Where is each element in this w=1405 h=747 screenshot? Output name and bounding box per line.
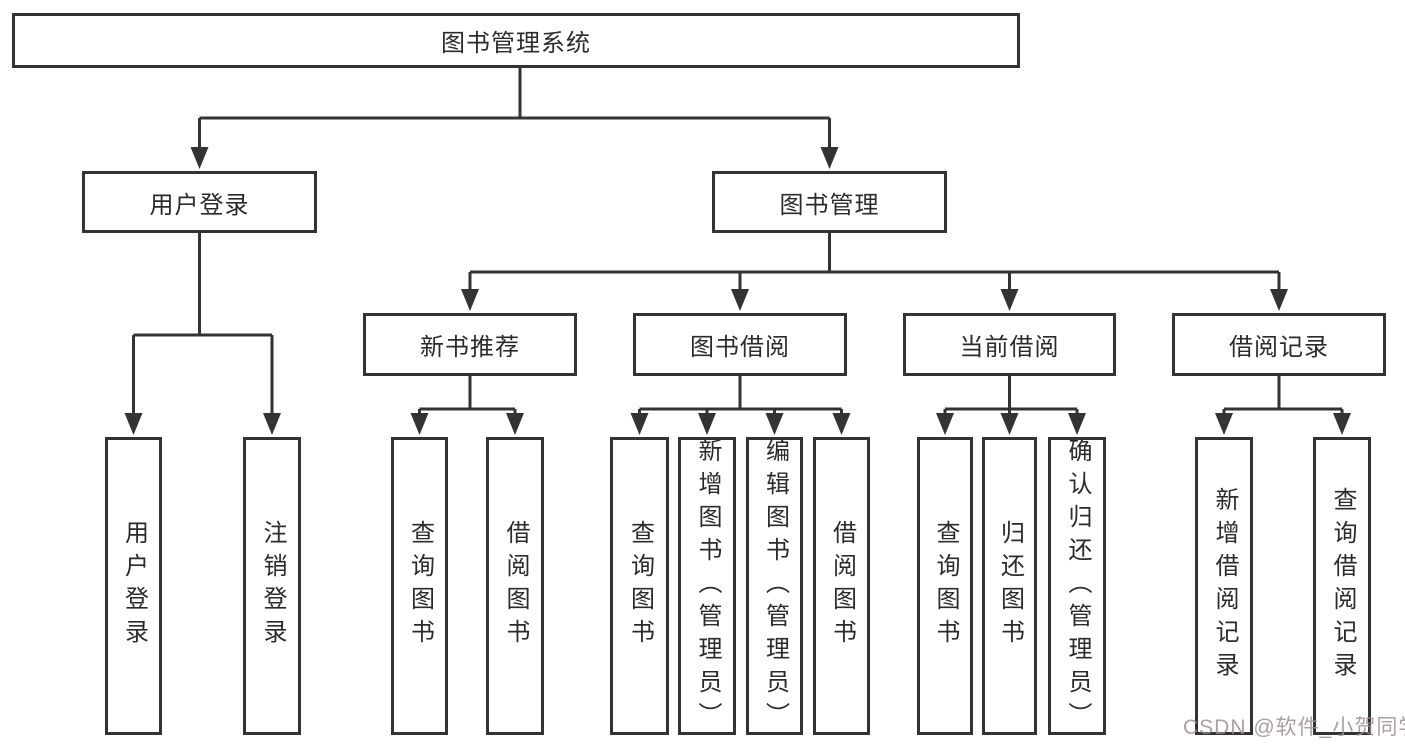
leaf-return-books: 归还图书: [982, 437, 1037, 735]
arrowhead: [832, 413, 851, 435]
arrowhead: [506, 413, 524, 435]
leaf-add-borrow-record: 新增借阅记录: [1195, 437, 1253, 735]
connector-current-borrow-to-leaves: [936, 376, 1086, 435]
leaf-user-login: 用户登录: [105, 437, 162, 735]
node-book-borrow: 图书借阅: [633, 313, 847, 376]
leaf-query-books-recommend-label: 查询图书: [406, 520, 434, 652]
leaf-borrow-books-recommend-label: 借阅图书: [502, 520, 529, 652]
arrowhead: [1068, 413, 1086, 435]
node-new-book-recommend-label: 新书推荐: [420, 334, 520, 361]
arrowhead: [698, 413, 716, 435]
node-book-management-label: 图书管理: [779, 191, 880, 219]
connector-new-book-recommend-to-leaves: [410, 376, 524, 435]
arrowhead: [731, 289, 749, 311]
leaf-edit-books-admin: 编辑图书（管理员）: [746, 437, 803, 735]
leaf-edit-books-admin-label: 编辑图书（管理员）: [761, 437, 789, 735]
arrowhead: [461, 289, 479, 311]
leaf-borrow-books-recommend: 借阅图书: [486, 437, 544, 735]
node-current-borrow-label: 当前借阅: [959, 334, 1060, 361]
arrowhead: [1333, 413, 1351, 435]
node-book-management: 图书管理: [712, 171, 947, 233]
leaf-return-books-label: 归还图书: [996, 520, 1024, 652]
arrowhead: [124, 413, 143, 435]
node-new-book-recommend: 新书推荐: [363, 313, 577, 376]
leaf-user-login-label: 用户登录: [120, 520, 148, 652]
node-user-login: 用户登录: [82, 171, 317, 233]
arrowhead: [630, 413, 649, 435]
leaf-query-books-current-label: 查询图书: [932, 520, 959, 652]
node-borrow-records-label: 借阅记录: [1229, 334, 1329, 361]
arrowhead: [410, 413, 429, 435]
node-user-login-label: 用户登录: [149, 191, 250, 219]
node-borrow-records: 借阅记录: [1172, 313, 1386, 376]
leaf-add-borrow-record-label: 新增借阅记录: [1211, 487, 1238, 685]
leaf-add-books-admin: 新增图书（管理员）: [678, 437, 736, 735]
connector-borrow-records-to-leaves: [1215, 376, 1351, 435]
leaf-query-books-current: 查询图书: [917, 437, 973, 735]
node-root-system-label: 图书管理系统: [441, 30, 591, 57]
leaf-query-borrow-record-label: 查询借阅记录: [1329, 487, 1356, 685]
arrowhead: [1215, 413, 1233, 435]
leaf-query-borrow-record: 查询借阅记录: [1313, 437, 1371, 735]
arrowhead: [1000, 413, 1019, 435]
csdn-watermark: CSDN @软件_小贺同学: [1183, 716, 1405, 739]
leaf-confirm-return-admin: 确认归还（管理员）: [1048, 437, 1106, 735]
arrowhead: [1270, 289, 1288, 311]
leaf-query-books-recommend: 查询图书: [391, 437, 448, 735]
arrowhead: [263, 413, 281, 435]
node-current-borrow: 当前借阅: [903, 313, 1116, 376]
arrowhead: [936, 413, 954, 435]
connector-book-management-to-groups: [461, 233, 1288, 311]
leaf-logout: 注销登录: [243, 437, 301, 735]
connector-root-to-branches: [190, 67, 839, 169]
arrowhead: [1000, 289, 1019, 311]
leaf-borrow-books: 借阅图书: [813, 437, 870, 735]
connector-user-login-to-leaves: [124, 233, 281, 435]
connector-book-borrow-to-leaves: [630, 376, 851, 435]
node-root-system: 图书管理系统: [12, 13, 1020, 68]
arrowhead: [765, 413, 784, 435]
leaf-logout-label: 注销登录: [259, 520, 286, 652]
arrowhead: [820, 147, 839, 169]
leaf-query-books-borrow: 查询图书: [610, 437, 669, 735]
node-book-borrow-label: 图书借阅: [690, 334, 790, 361]
leaf-add-books-admin-label: 新增图书（管理员）: [694, 437, 721, 735]
leaf-confirm-return-admin-label: 确认归还（管理员）: [1064, 437, 1091, 735]
arrowhead: [190, 147, 209, 169]
leaf-query-books-borrow-label: 查询图书: [626, 520, 654, 652]
leaf-borrow-books-label: 借阅图书: [828, 520, 856, 652]
